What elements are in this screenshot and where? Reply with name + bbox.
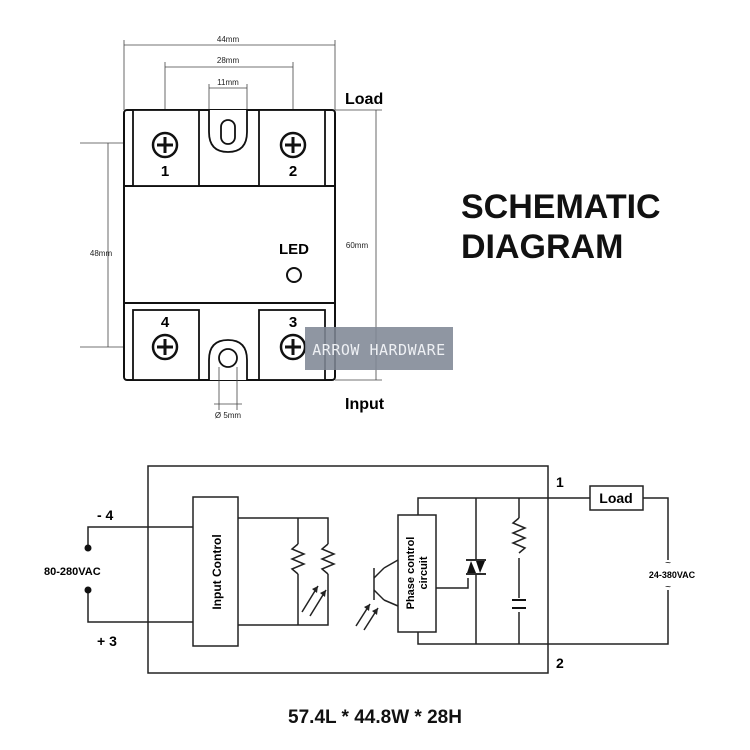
dim-11-label: 11mm — [217, 78, 239, 87]
input-control-label: Input Control — [210, 534, 224, 609]
input-control-block — [192, 496, 239, 647]
led-arrow-icon — [301, 585, 327, 617]
screw-icon — [279, 131, 307, 159]
relay-body — [123, 109, 336, 381]
title-line-1: SCHEMATIC — [461, 188, 661, 226]
relay-outline — [147, 465, 549, 674]
resistor-icon — [320, 543, 336, 575]
load-voltage-label: 24-380VAC — [649, 570, 696, 580]
output-label-2: 2 — [556, 655, 564, 671]
wire-plus — [87, 590, 193, 623]
terminal-box-1 — [132, 109, 200, 187]
terminal-dot — [84, 586, 92, 594]
dim-hole: Ø 5mm — [214, 367, 242, 420]
watermark: ARROW HARDWARE — [305, 327, 453, 370]
dim-width-total: 44mm — [123, 35, 336, 110]
size-text: 57.4L * 44.8W * 28H — [288, 707, 462, 728]
phase-control-label-2: circuit — [418, 556, 430, 589]
phase-control-label-1: Phase control — [405, 537, 417, 610]
phase-control-block — [397, 514, 437, 633]
dim-60-label: 60mm — [346, 241, 369, 250]
resistor-icon — [511, 517, 527, 554]
schematic: - 4 + 3 80-280VAC Input Control — [44, 465, 696, 674]
terminal-plus-label: + 3 — [97, 633, 117, 649]
slot-oval — [220, 119, 236, 145]
dim-hole-label: Ø 5mm — [215, 411, 242, 420]
terminal-label-4: 4 — [161, 314, 170, 331]
terminal-minus-label: - 4 — [97, 507, 114, 523]
wire-minus — [87, 526, 193, 548]
load-box — [589, 485, 644, 511]
terminal-label-2: 2 — [289, 163, 297, 180]
mounting-hole-circle — [218, 348, 238, 368]
resistor-icon — [290, 543, 306, 575]
output-label-1: 1 — [556, 474, 564, 490]
triac-icon — [466, 556, 486, 578]
screw-icon — [151, 333, 179, 361]
ac-wave-icon: ~ — [665, 582, 671, 593]
input-voltage-label: 80-280VAC — [44, 566, 101, 578]
load-box-label: Load — [599, 490, 632, 506]
capacitor-icon — [512, 599, 526, 609]
screw-icon — [279, 333, 307, 361]
dim-48-label: 48mm — [90, 249, 113, 258]
load-label: Load — [345, 91, 383, 108]
dim-28-label: 28mm — [217, 56, 240, 65]
screw-icon — [151, 131, 179, 159]
dim-width-slot: 11mm — [208, 78, 248, 112]
title-line-2: DIAGRAM — [461, 228, 623, 266]
input-label: Input — [345, 396, 385, 413]
terminal-label-1: 1 — [161, 163, 169, 180]
terminal-label-3: 3 — [289, 314, 297, 331]
dim-44-label: 44mm — [217, 35, 240, 44]
led-indicator-icon — [286, 267, 302, 283]
svg-text:ARROW HARDWARE: ARROW HARDWARE — [312, 341, 445, 359]
led-label: LED — [279, 241, 309, 258]
ac-wave-icon: ~ — [665, 558, 671, 569]
terminal-dot — [84, 544, 92, 552]
photo-transistor-icon — [355, 559, 399, 631]
